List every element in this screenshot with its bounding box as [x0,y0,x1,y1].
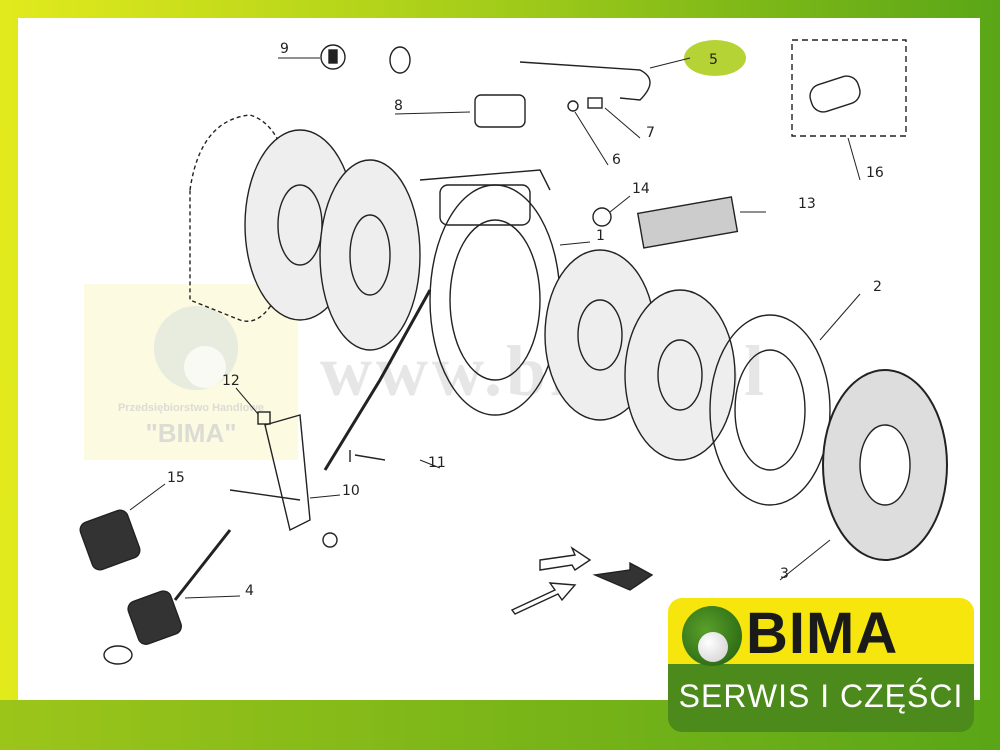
watermark-logo: Przedsiębiorstwo Handlowe "BIMA" [84,284,298,460]
callout-5-highlight [684,40,746,76]
part-5-cable [519,61,651,101]
part-16-box [791,39,907,137]
logo-tagline: SERWIS I CZĘŚCI [678,678,964,714]
callout-6: 6 [612,152,621,168]
watermark-ball-icon [184,346,226,388]
callout-15: 15 [167,470,185,486]
part-10-lever [264,414,311,532]
callout-4: 4 [245,583,254,599]
logo-name: BIMA [746,601,899,666]
callout-12: 12 [222,373,240,389]
callout-7: 7 [646,125,655,141]
callout-8: 8 [394,98,403,114]
watermark-company-name: "BIMA" [145,418,237,448]
callout-2: 2 [873,279,882,295]
part-15-boot [79,509,141,571]
part-9-plug [320,44,346,70]
watermark-company-line: Przedsiębiorstwo Handlowe [117,402,265,414]
callout-9: 9 [280,41,289,57]
part-4-boot [127,590,182,645]
callout-3: 3 [780,566,789,582]
part-friction-disc [624,289,736,461]
direction-arrow [539,546,592,571]
callout-11: 11 [428,455,446,471]
part-13-seals [636,196,739,249]
logo-ball-highlight-icon [698,632,728,662]
callout-5: 5 [709,52,718,68]
part-8-switch [474,94,526,128]
part-pressure-plate [709,314,831,506]
part-friction-disc [319,159,421,351]
direction-arrow [510,582,577,615]
callout-10: 10 [342,483,360,499]
callout-16: 16 [866,165,884,181]
bima-logo: BIMA SERWIS I CZĘŚCI [668,598,974,734]
callout-1: 1 [596,228,605,244]
part-14-ball [592,207,612,227]
callout-14: 14 [632,181,650,197]
callout-13: 13 [798,196,816,212]
direction-arrow [592,561,654,591]
